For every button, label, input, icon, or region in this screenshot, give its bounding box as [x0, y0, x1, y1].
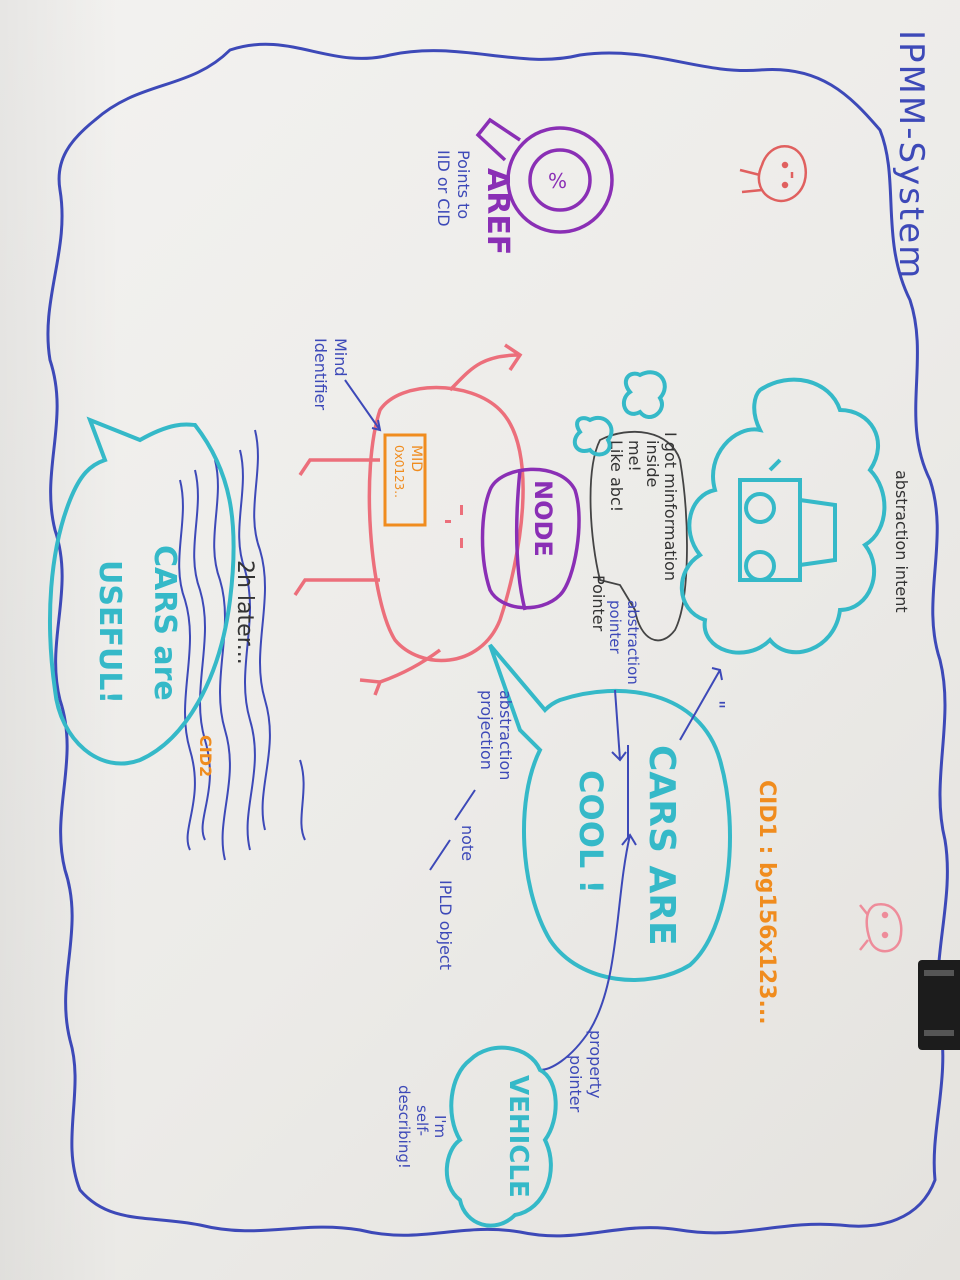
abstraction-pointer-arrow [679, 667, 723, 741]
speech-line5: Pointer [589, 575, 608, 632]
abstraction-projection-line1: abstraction [496, 690, 515, 780]
aref-note-line1: Points to [454, 150, 473, 219]
mind-identifier-arrow [344, 379, 382, 432]
vehicle-label: VEHICLE [503, 1075, 533, 1198]
ipld-object-label: IPLD object [436, 880, 455, 970]
cars-cool-line1: CARS ARE [641, 745, 682, 946]
time-passing-label: 2h later... [232, 560, 257, 665]
cars-useful-cid: CID2 [196, 735, 215, 777]
vehicle-cloud [444, 1045, 558, 1228]
node-head [480, 467, 581, 611]
vehicle-note-line2: self- [413, 1105, 431, 1136]
aref-note-line2: IID or CID [434, 150, 453, 227]
paper-shadow [0, 0, 120, 1280]
speech-line1: I got minformation [661, 432, 680, 581]
note-label: note [458, 825, 477, 861]
ditto-mark: " [705, 700, 729, 709]
time-waves [178, 429, 306, 861]
speech-line4: Like abc! [607, 440, 626, 512]
small-pink-creature-bottom [859, 903, 903, 953]
vehicle-note-line1: I'm [431, 1115, 449, 1138]
abstraction-intent-label: abstraction intent [892, 470, 911, 613]
property-pointer-line2: pointer [566, 1055, 585, 1113]
property-pointer-line [539, 833, 637, 1071]
abstraction-pointer-line2: pointer [606, 600, 624, 654]
bubble-cars-useful [48, 416, 236, 766]
mid-tag [383, 433, 427, 527]
outer-boundary [46, 42, 949, 1238]
thought-cloud-car [572, 370, 887, 655]
cars-cool-line2: COOL ! [572, 770, 610, 894]
bubble-cars-cool [488, 643, 732, 982]
node-face [445, 505, 463, 548]
cars-cool-cid: CID1 : bg156x123... [754, 780, 779, 1025]
binder-clip [918, 960, 960, 1050]
small-red-creature-top [739, 145, 808, 203]
speech-line2: inside [643, 440, 662, 487]
mind-identifier-line2: Identifier [311, 338, 330, 411]
vehicle-note-line3: describing! [395, 1085, 413, 1169]
mind-identifier-line1: Mind [331, 338, 350, 377]
aref-magnifier-glyph: % [548, 169, 567, 193]
aref-magnifier: % [475, 117, 614, 234]
speech-line3: me! [625, 440, 644, 472]
speech-bubble-info [589, 430, 688, 642]
property-pointer-line1: property [586, 1030, 605, 1099]
mid-tag-line1: MID [408, 445, 424, 472]
pointer-arrow-down [611, 689, 627, 762]
abstraction-projection-line2: projection [477, 690, 496, 770]
cars-useful-line2: USEFUL! [92, 560, 127, 704]
mid-tag-line2: 0x0123.. [392, 445, 406, 498]
slash-1 [454, 789, 476, 821]
diagram-title: IPMM-System [891, 30, 931, 280]
abstraction-pointer-line1: abstraction [624, 600, 642, 685]
node-label: NODE [529, 480, 557, 557]
aref-label: AREF [480, 168, 515, 255]
node-creature [293, 343, 525, 696]
cars-useful-line1: CARS are [147, 545, 182, 701]
slash-2 [429, 839, 451, 871]
